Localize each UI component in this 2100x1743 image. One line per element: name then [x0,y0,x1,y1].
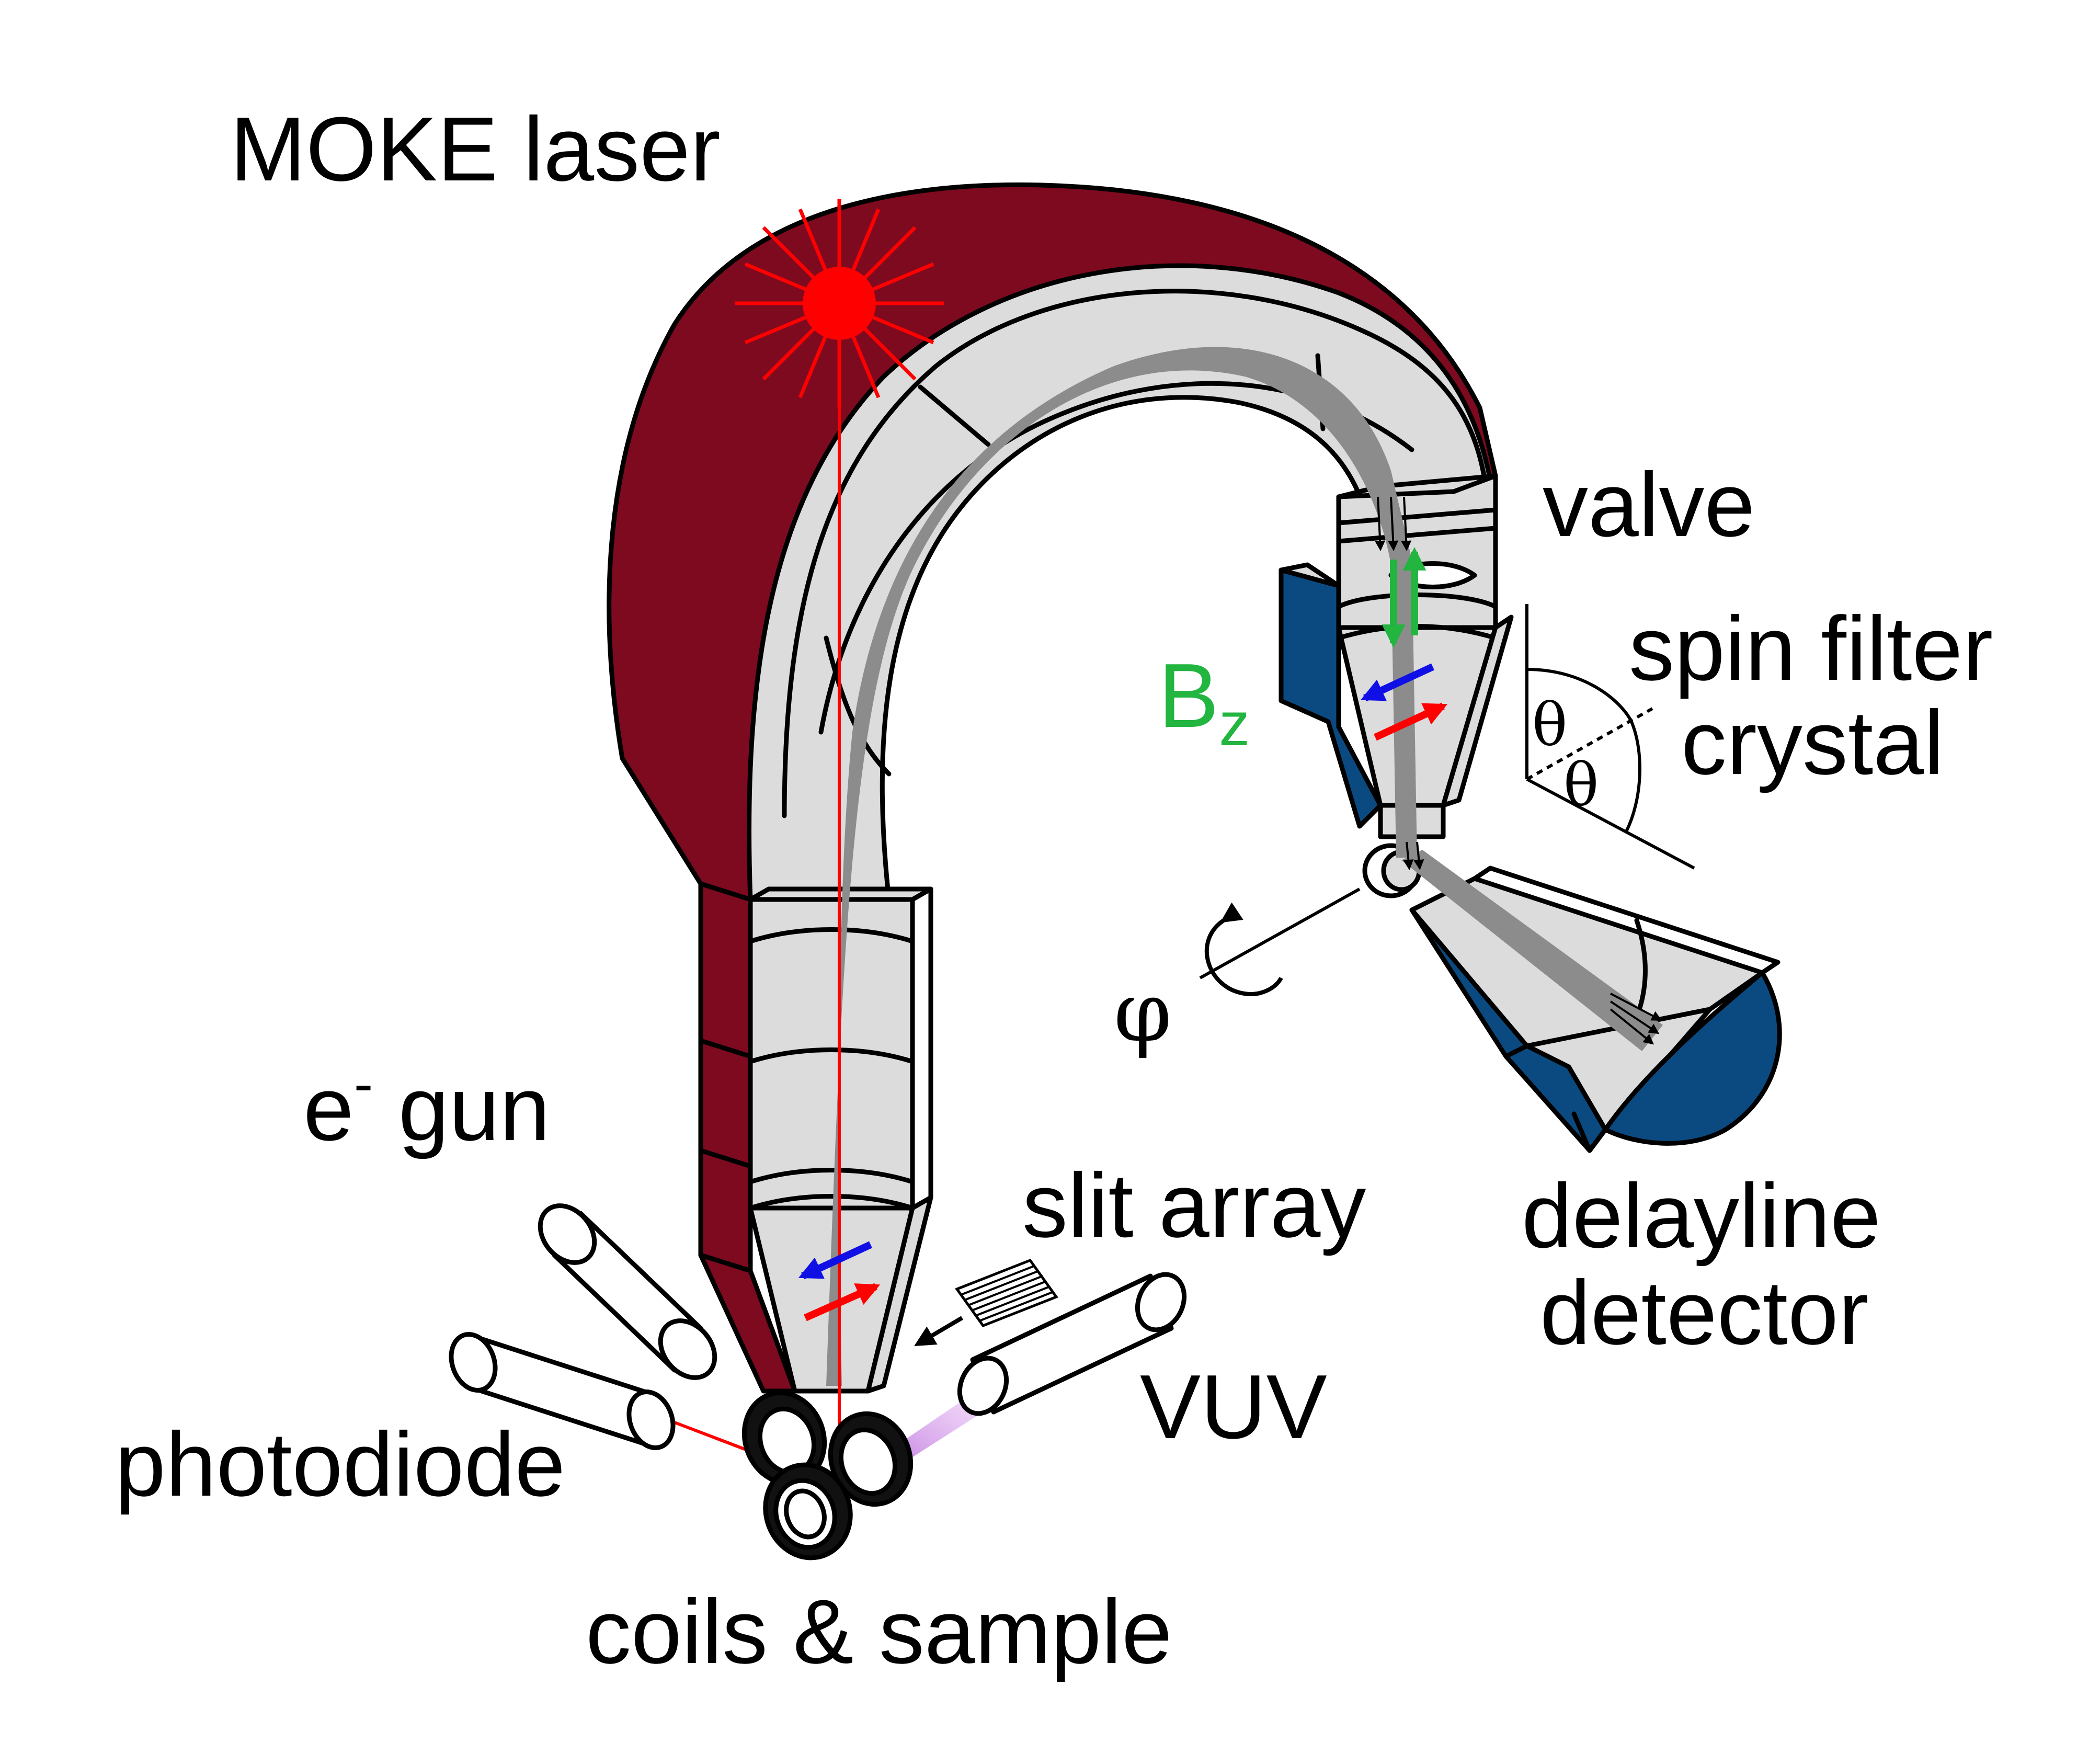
spin-arrows-left [798,1241,881,1322]
slit-array-icon [914,1258,1058,1347]
label-phi: φ [1114,964,1172,1061]
label-delayline: delayline [1522,1165,1881,1267]
label-theta-lower: θ [1563,751,1599,819]
label-spin-filter: spin filter [1629,597,1993,699]
label-e-gun-sup: - [354,1052,373,1116]
theta-angle-construction [1525,604,1695,870]
phi-rotation-icon [1199,887,1361,996]
label-bz: Bz [1158,644,1250,759]
left-column-dark-wall [698,881,753,1273]
beam-electron-arrows [1375,496,1662,1045]
label-bz-sub: z [1219,690,1250,759]
label-detector: detector [1540,1261,1869,1363]
photodiode-cylinder [449,1332,676,1450]
label-coils-sample: coils & sample [586,1580,1172,1682]
label-moke-laser: MOKE laser [230,98,721,200]
bz-field-arrows [1382,547,1426,648]
label-valve: valve [1543,453,1755,555]
right-column-navy-wall [1279,562,1383,829]
label-bz-main: B [1158,644,1219,746]
label-slit-array: slit array [1022,1154,1366,1256]
spin-arrows-right [1360,663,1448,741]
vuv-cylinder [957,1272,1187,1416]
coils-and-sample [741,1390,914,1560]
e-gun-cylinder [538,1203,717,1380]
label-vuv: VUV [1140,1355,1327,1457]
moke-laser-burst-icon [735,199,944,408]
label-photodiode: photodiode [115,1413,565,1515]
label-e-gun-base: e [303,1057,354,1159]
label-e-gun: e- gun [303,1052,550,1159]
label-theta-upper: θ [1532,691,1567,759]
label-e-gun-word: gun [373,1057,550,1159]
label-crystal: crystal [1681,691,1944,793]
